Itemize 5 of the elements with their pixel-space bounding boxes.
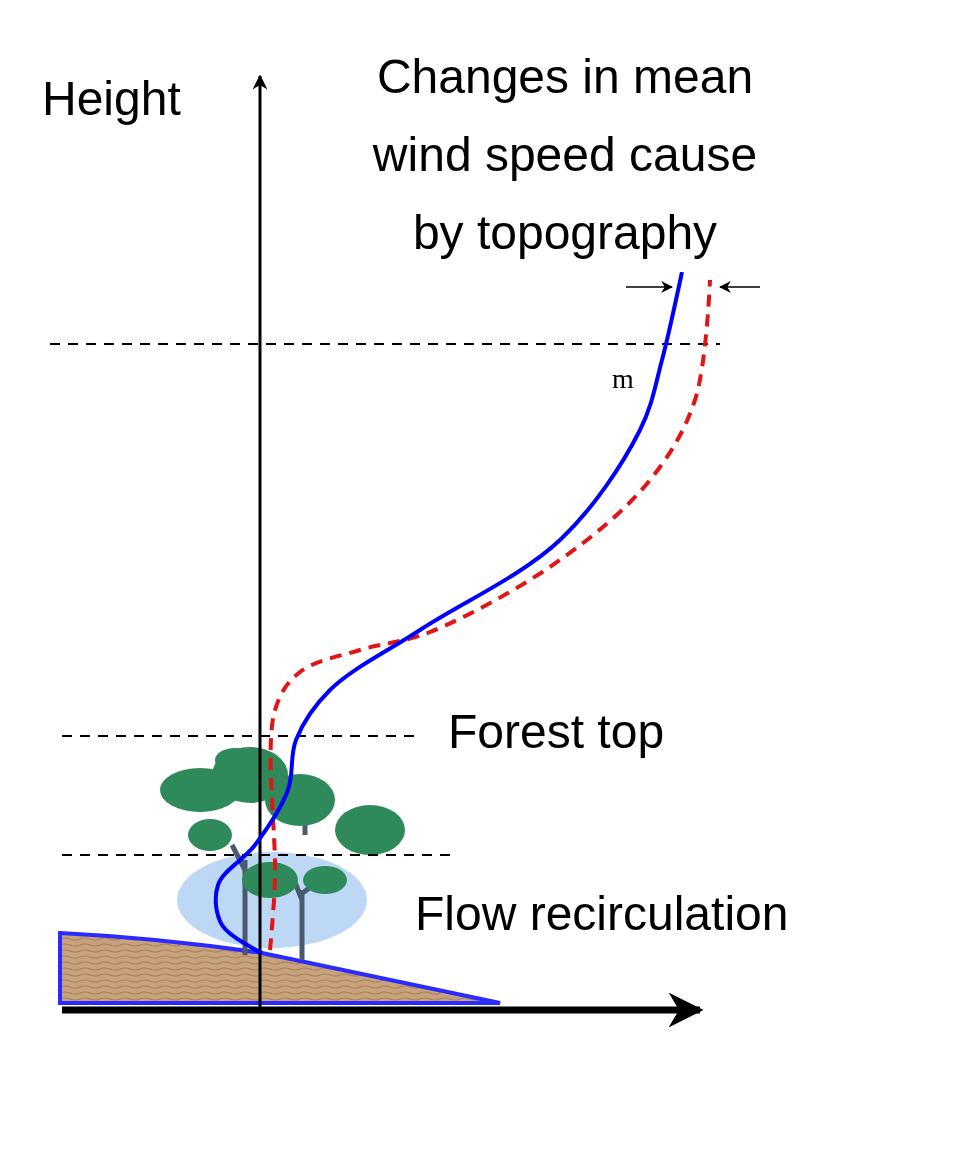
zone-label: Flow recirculation: [415, 886, 789, 942]
level-label: Forest top: [448, 704, 665, 760]
axis-label: Height: [42, 71, 181, 127]
diagram-title: Changes in mean wind speed cause by topography: [371, 49, 759, 261]
unit-label: m: [612, 362, 634, 396]
